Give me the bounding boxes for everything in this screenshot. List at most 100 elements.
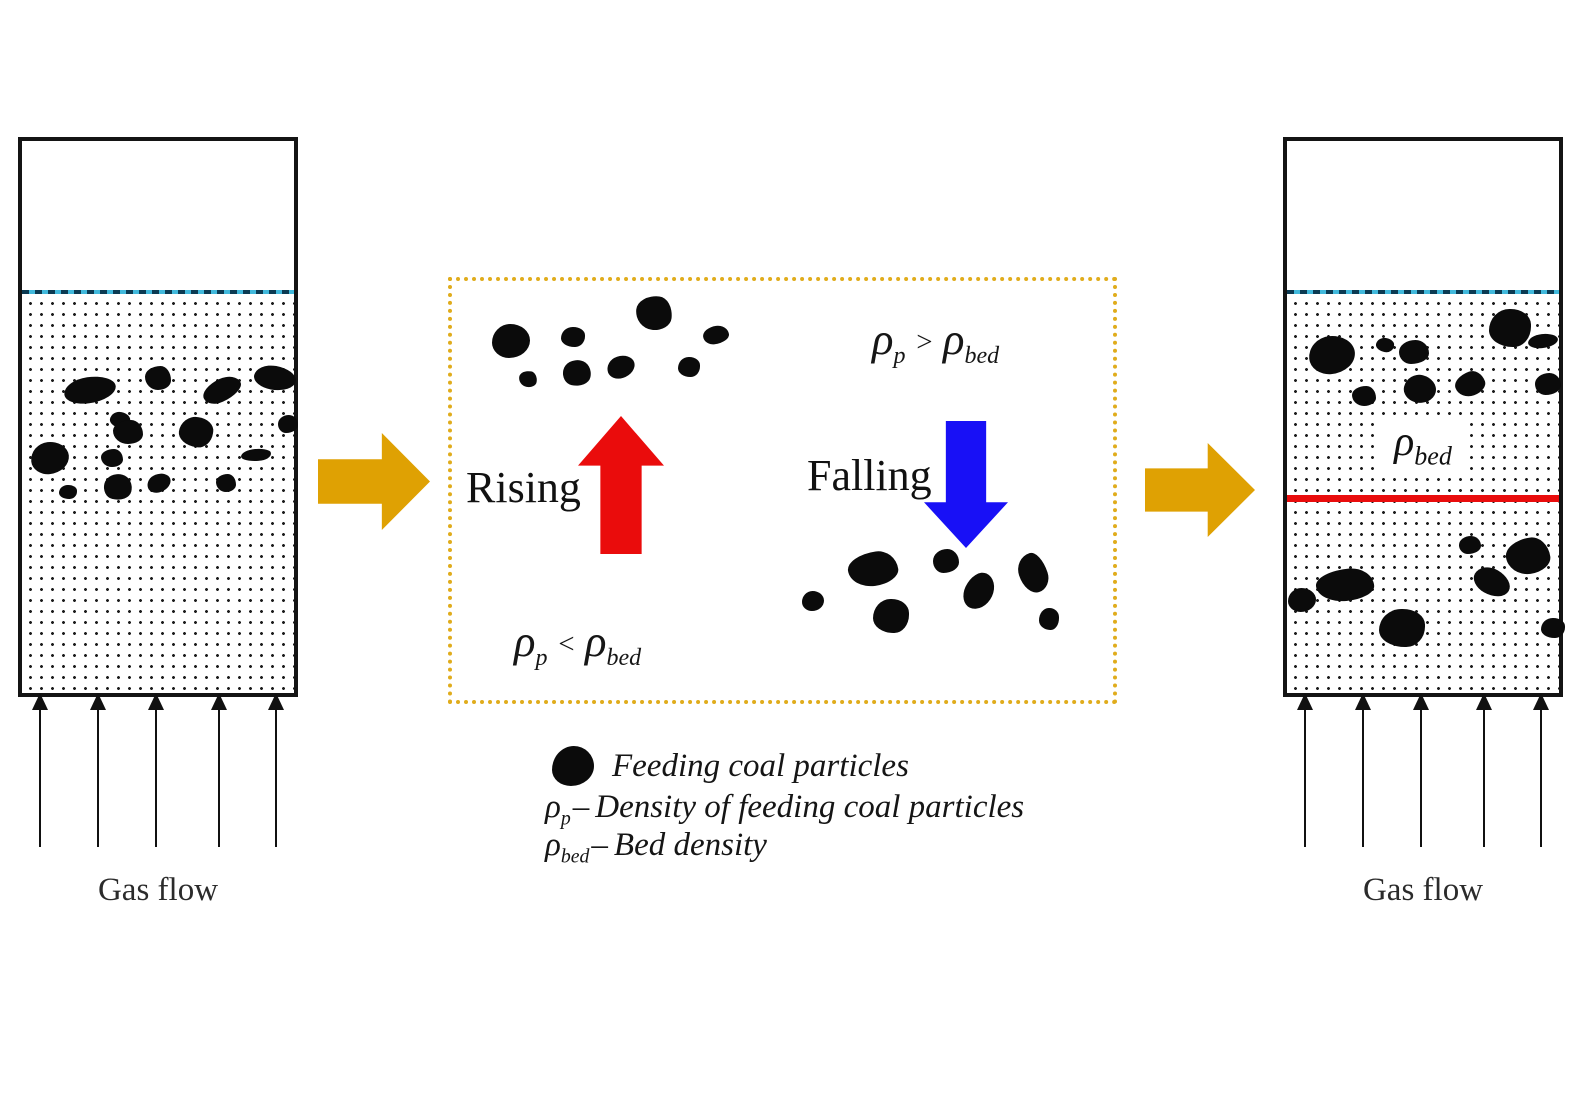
falling-arrow-icon	[924, 421, 1008, 548]
coal-particle	[517, 369, 539, 389]
rho-symbol: ρ	[584, 616, 607, 666]
bed-surface-line	[1287, 290, 1559, 294]
arrow-head	[211, 693, 227, 710]
legend-feeding-coal-particles: Feeding coal particles	[612, 748, 909, 784]
coal-particle	[1013, 549, 1053, 597]
coal-particle	[1535, 373, 1561, 395]
legend-text: Density of feeding coal particles	[595, 789, 1025, 825]
coal-particle	[933, 549, 959, 573]
bed-density-label: ρbed	[1378, 419, 1468, 472]
coal-particle	[145, 366, 171, 390]
arrow-head	[1297, 693, 1313, 710]
arrow-head	[1355, 693, 1371, 710]
subscript-p: p	[893, 343, 906, 369]
rho-symbol: ρ	[545, 789, 561, 825]
coal-particle	[492, 324, 530, 358]
coal-particle	[1489, 309, 1531, 347]
coal-particle	[634, 294, 674, 332]
gas-flow-arrow-icon	[1297, 693, 1313, 847]
transition-arrow-right-icon	[318, 433, 430, 530]
fluidized-bed-vessel-right: ρbed	[1283, 137, 1565, 697]
legend-bed-density: ρbed–Bed density	[545, 827, 767, 868]
rising-arrow-icon	[578, 416, 664, 554]
dash-separator: –	[591, 827, 608, 863]
arrow-stem	[1303, 707, 1307, 847]
coal-particle-icon	[552, 746, 594, 786]
coal-particle	[802, 591, 824, 611]
coal-particle	[278, 415, 298, 433]
coal-particle	[101, 449, 123, 467]
gas-flow-arrows-left	[18, 693, 298, 847]
greater-than-operator: >	[914, 326, 934, 358]
gas-flow-arrow-icon	[148, 693, 164, 847]
arrow-stem	[1482, 707, 1486, 847]
bed-density-divider-line	[1287, 495, 1559, 502]
gas-flow-arrow-icon	[32, 693, 48, 847]
gas-flow-arrow-icon	[90, 693, 106, 847]
gas-flow-arrow-icon	[1533, 693, 1549, 847]
gas-flow-arrow-icon	[1476, 693, 1492, 847]
subscript-bed: bed	[560, 845, 590, 868]
arrow-head	[1533, 693, 1549, 710]
arrow-stem	[96, 707, 100, 847]
rho-symbol: ρ	[1394, 419, 1415, 465]
gas-flow-arrows-right	[1283, 693, 1563, 847]
falling-label: Falling	[807, 451, 932, 500]
coal-particle	[604, 352, 638, 382]
arrow-head	[1476, 693, 1492, 710]
rising-label: Rising	[466, 463, 581, 512]
coal-particle	[113, 420, 143, 444]
arrow-head	[148, 693, 164, 710]
gas-flow-arrow-icon	[268, 693, 284, 847]
coal-particle	[1352, 386, 1376, 406]
arrow-stem	[1361, 707, 1365, 847]
gas-flow-arrow-icon	[1355, 693, 1371, 847]
transition-arrow-right-icon	[1145, 443, 1255, 537]
subscript-bed: bed	[606, 645, 642, 671]
bed-surface-line	[22, 290, 294, 294]
subscript-bed: bed	[1414, 441, 1452, 471]
falling-condition: ρp>ρbed	[872, 317, 999, 368]
coal-particle	[701, 324, 731, 346]
arrow-head	[268, 693, 284, 710]
coal-particle	[958, 567, 1000, 615]
separation-process-box: ρp>ρbed Rising Falling ρp<ρbed	[448, 277, 1117, 704]
gas-flow-arrow-icon	[1413, 693, 1429, 847]
arrow-stem	[1419, 707, 1423, 847]
arrow-head	[1413, 693, 1429, 710]
coal-particle	[873, 599, 909, 633]
less-than-operator: <	[556, 628, 576, 660]
legend-text: Bed density	[613, 827, 767, 863]
gas-flow-label-left: Gas flow	[97, 872, 219, 908]
rho-symbol: ρ	[872, 314, 894, 364]
coal-particle	[59, 485, 77, 499]
rising-condition: ρp<ρbed	[514, 619, 641, 670]
gas-flow-label-right: Gas flow	[1362, 872, 1484, 908]
legend-particle-density: ρp–Density of feeding coal particles	[545, 789, 1024, 830]
coal-particle	[560, 357, 594, 389]
arrow-stem	[154, 707, 158, 847]
coal-particle	[1399, 340, 1429, 364]
rho-symbol: ρ	[942, 314, 965, 364]
coal-particle	[216, 474, 236, 492]
rho-symbol: ρ	[514, 616, 536, 666]
coal-particle	[1459, 536, 1481, 554]
arrow-stem	[274, 707, 278, 847]
coal-particle	[1288, 588, 1316, 612]
gas-flow-arrow-icon	[211, 693, 227, 847]
vessel-interior: ρbed	[1287, 141, 1565, 693]
coal-particle	[1541, 618, 1565, 638]
coal-particle	[678, 357, 700, 377]
subscript-bed: bed	[964, 343, 1000, 369]
vessel-interior	[22, 141, 298, 693]
fluidized-bed-vessel-left	[18, 137, 298, 697]
coal-particle	[845, 548, 901, 590]
coal-particle	[1379, 609, 1425, 647]
coal-particle	[561, 327, 585, 347]
arrow-stem	[217, 707, 221, 847]
rho-symbol: ρ	[545, 827, 561, 863]
subscript-p: p	[560, 807, 571, 830]
subscript-p: p	[535, 645, 548, 671]
coal-particle	[1039, 608, 1059, 630]
